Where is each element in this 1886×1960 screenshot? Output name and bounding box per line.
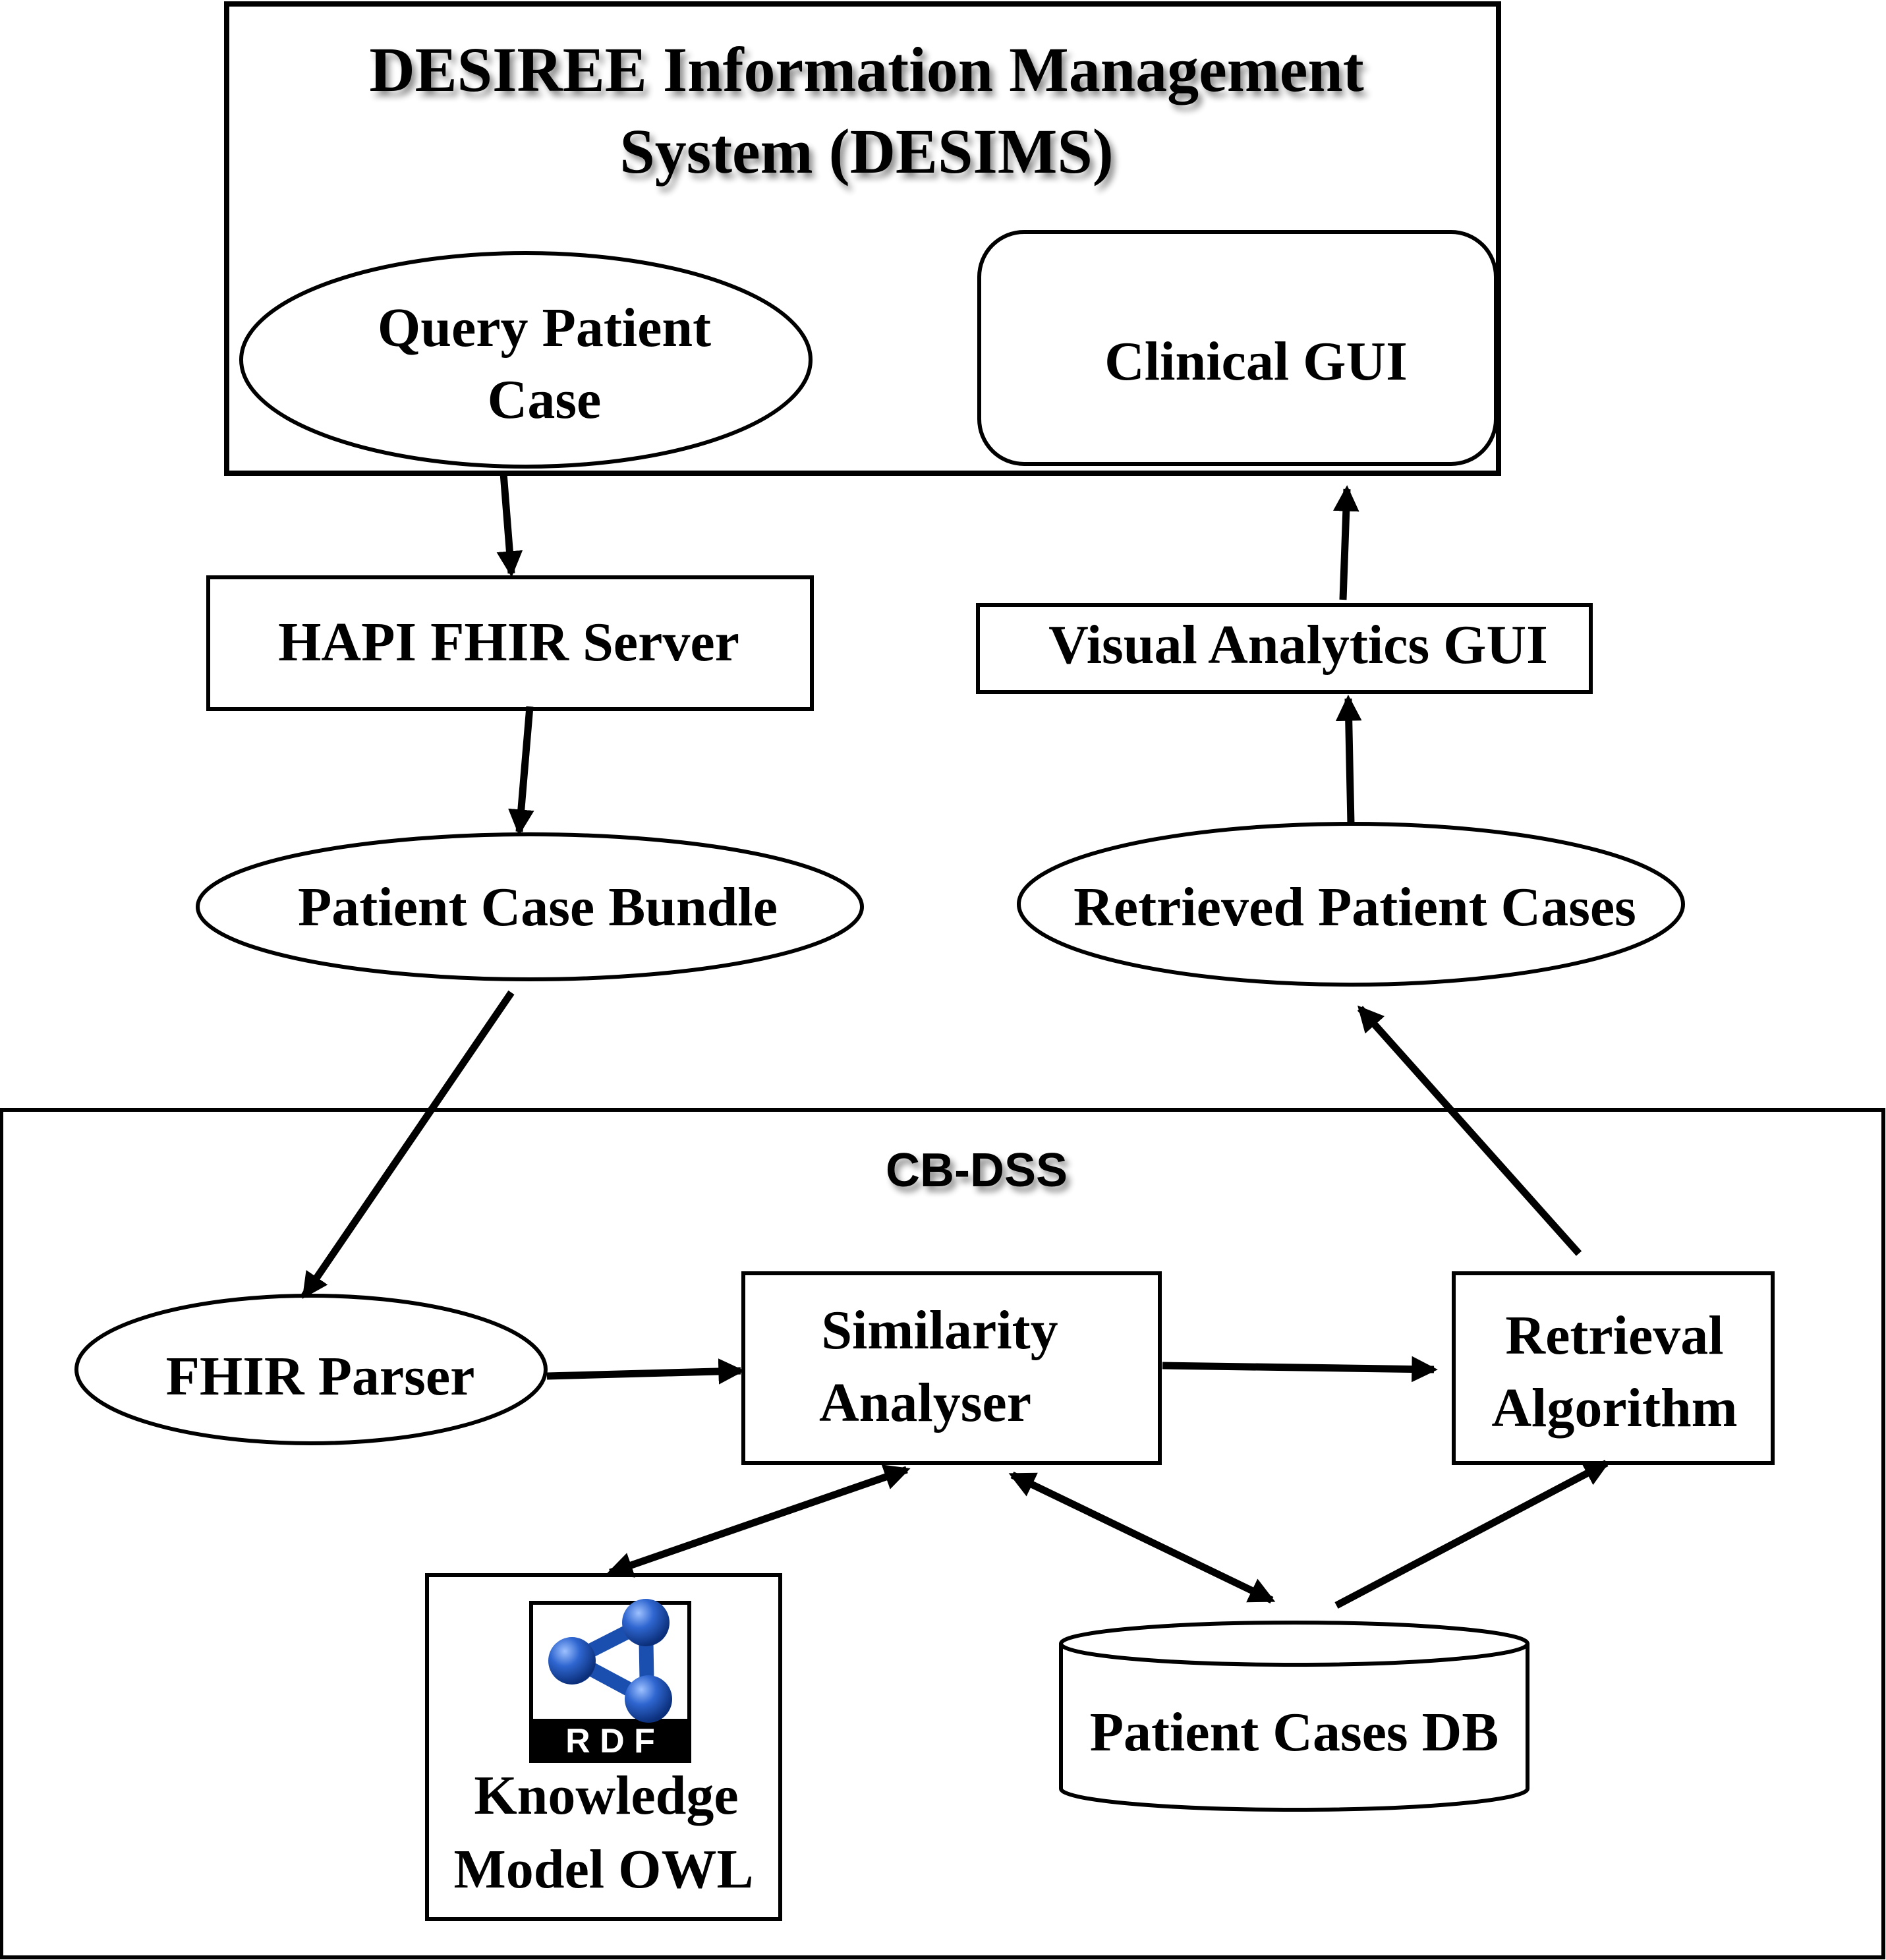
arrow-similarity-db-bidirectional [1008,1472,1276,1603]
desims-container: DESIREE Information Management System (D… [224,1,1501,476]
arrow-retrieval-to-retrieved [1357,1005,1582,1256]
retrieved-patient-cases-label: Retrieved Patient Cases [1073,877,1636,938]
knowledge-model-owl-node[interactable]: R D F Knowledge Model OWL [425,1573,782,1921]
arrow-bundle-to-parser [301,990,515,1299]
cbdss-container: CB-DSS [0,1108,1885,1959]
hapi-fhir-server-node[interactable]: HAPI FHIR Server [206,575,814,711]
retrieved-patient-cases-node[interactable]: Retrieved Patient Cases [1017,822,1685,987]
patient-case-bundle-label: Patient Case Bundle [298,877,778,938]
query-patient-case-line1: Query Patient [378,297,711,359]
arrow-similarity-knowledge-bidirectional [606,1464,911,1578]
arrow-visual-to-clinical [1333,485,1359,600]
patient-case-bundle-node[interactable]: Patient Case Bundle [196,832,864,981]
arrow-similarity-to-retrieval [1162,1356,1438,1383]
knowledge-model-line1: Knowledge [474,1765,738,1826]
arrow-db-to-retrieval [1334,1460,1611,1609]
rdf-logo-label: R D F [565,1722,655,1760]
arrow-hapi-to-bundle [508,706,534,836]
query-patient-case-node[interactable]: Query Patient Case [239,251,813,469]
arrows [301,473,1611,1609]
query-patient-case-line2: Case [488,369,602,430]
desims-title-line1: DESIREE Information Management [369,34,1363,105]
clinical-gui-label: Clinical GUI [1104,331,1408,392]
similarity-analyser-line1: Similarity [821,1300,1058,1361]
fhir-parser-node[interactable]: FHIR Parser [74,1294,548,1445]
retrieval-algorithm-node[interactable]: Retrieval Algorithm [1452,1271,1775,1465]
arrow-retrieved-to-visual [1335,695,1362,824]
rdf-logo-icon: R D F [529,1599,691,1763]
visual-analytics-gui-label: Visual Analytics GUI [1048,614,1548,676]
clinical-gui-node[interactable]: Clinical GUI [977,230,1498,466]
visual-analytics-gui-node[interactable]: Visual Analytics GUI [976,603,1593,694]
fhir-parser-label: FHIR Parser [166,1346,475,1407]
similarity-analyser-node[interactable]: Similarity Analyser [741,1271,1162,1465]
knowledge-model-line2: Model OWL [454,1839,754,1900]
cbdss-title: CB-DSS [886,1144,1068,1197]
arrow-query-to-hapi [496,473,523,577]
retrieval-algorithm-line1: Retrieval [1505,1305,1723,1366]
arrow-parser-to-similarity [546,1358,745,1385]
similarity-analyser-line2: Analyser [819,1372,1031,1433]
patient-cases-db-node[interactable]: Patient Cases DB [1059,1621,1529,1812]
hapi-fhir-server-label: HAPI FHIR Server [278,612,739,673]
desims-title-line2: System (DESIMS) [619,116,1113,187]
retrieval-algorithm-line2: Algorithm [1491,1377,1737,1439]
patient-cases-db-label: Patient Cases DB [1090,1702,1499,1763]
